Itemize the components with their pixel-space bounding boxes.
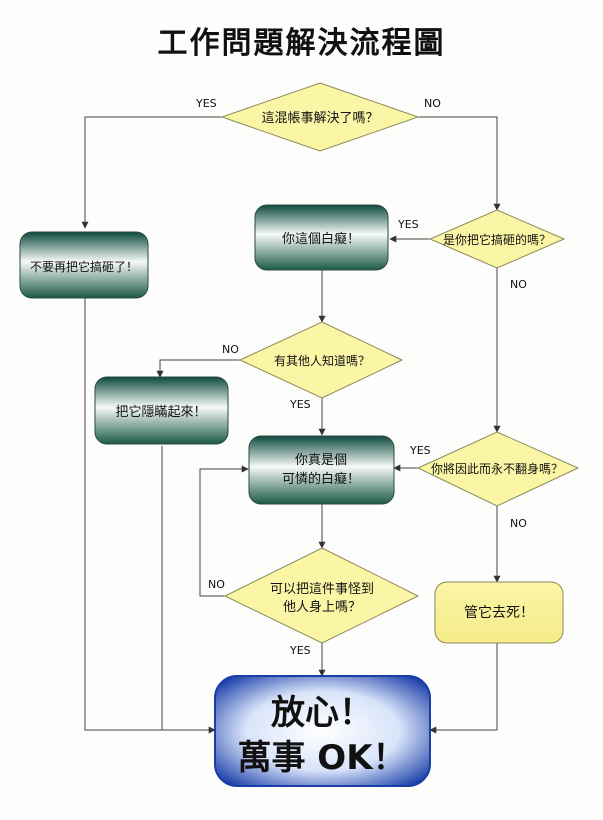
decision-others-know: 有其他人知道嗎？: [238, 321, 404, 399]
box-poor-idiot-text-1: 你真是個: [295, 453, 347, 468]
edge-fixed-yes: [81, 116, 222, 229]
label-yes: YES: [397, 218, 419, 231]
box-idiot: 你這個白癡！: [254, 204, 389, 271]
label-yes: YES: [289, 644, 311, 657]
edge-dontmess-end: [84, 298, 216, 734]
page-title: 工作問題解決流程圖: [157, 26, 446, 61]
box-hide: 把它隱瞞起來！: [94, 376, 229, 445]
decision-blame-text-2: 他人身上嗎？: [283, 599, 361, 615]
label-yes: YES: [289, 398, 311, 411]
edge-fixed-no: [418, 116, 501, 211]
decision-others-know-text: 有其他人知道嗎？: [274, 354, 370, 368]
end-text-2: 萬事 OK！: [237, 738, 406, 778]
edge-forget-end: [429, 643, 498, 734]
label-no: NO: [510, 517, 527, 530]
connectors: [81, 116, 501, 734]
box-hide-text: 把它隱瞞起來！: [115, 404, 206, 420]
box-dont-mess-text: 不要再把它搞砸了！: [30, 259, 138, 274]
edge-blame-no: [199, 465, 249, 597]
box-forget: 管它去死！: [434, 581, 564, 644]
edge-labels: YES NO YES NO NO YES YES NO NO YES: [195, 97, 527, 657]
label-no: NO: [424, 97, 441, 110]
box-forget-text: 管它去死！: [464, 604, 534, 621]
edge-others-no: [156, 359, 240, 378]
label-yes: YES: [409, 444, 431, 457]
decision-trouble: 你將因此而永不翻身嗎？: [416, 431, 580, 507]
box-poor-idiot-text-2: 可憐的白癡！: [282, 471, 360, 487]
label-yes: YES: [195, 97, 217, 110]
box-idiot-text: 你這個白癡！: [282, 231, 360, 247]
decision-trouble-text: 你將因此而永不翻身嗎？: [431, 461, 563, 476]
box-dont-mess: 不要再把它搞砸了！: [19, 231, 149, 299]
end-terminal: 放心！ 萬事 OK！: [214, 675, 431, 787]
label-no: NO: [222, 343, 239, 356]
label-no: NO: [510, 278, 527, 291]
box-poor-idiot: 你真是個 可憐的白癡！: [248, 435, 395, 505]
label-no: NO: [208, 578, 225, 591]
decision-you-broke: 是你把它搞砸的嗎？: [428, 209, 566, 269]
decision-blame-text-1: 可以把這件事怪到: [270, 581, 374, 597]
decision-blame: 可以把這件事怪到 他人身上嗎？: [223, 547, 420, 644]
decision-fixed: 這混帳事解決了嗎？: [220, 82, 420, 152]
decision-fixed-text: 這混帳事解決了嗎？: [261, 110, 378, 126]
end-text-1: 放心！: [271, 693, 373, 733]
decision-you-broke-text: 是你把它搞砸的嗎？: [443, 232, 551, 247]
